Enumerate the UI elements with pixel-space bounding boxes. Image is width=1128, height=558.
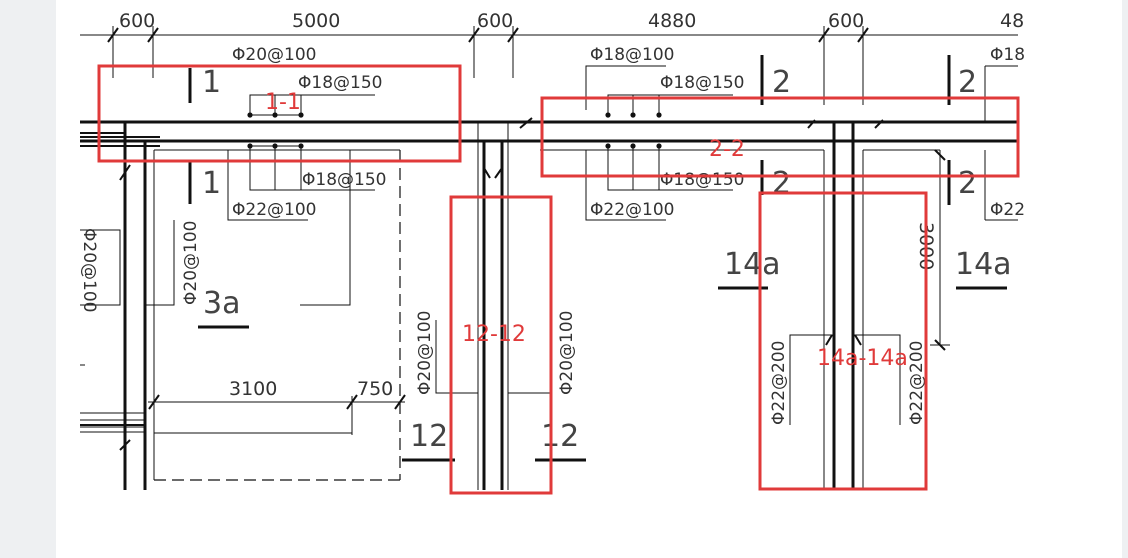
annotation-box-2-2[interactable] <box>540 96 1020 178</box>
top-dimension-line <box>80 26 1018 105</box>
wall-tag-14a-right: 14a <box>955 247 1012 282</box>
section-mark-2b-top: 2 <box>958 65 977 100</box>
annotation-label-1-1: 1-1 <box>265 90 301 115</box>
section-mark-2a-top: 2 <box>772 65 791 100</box>
dimension-labels: 600 5000 600 4880 600 48 3100 750 3000 <box>119 10 1024 400</box>
annotation-label-2-2: 2-2 <box>709 137 745 162</box>
horizontal-wall-lead-lines <box>80 132 160 147</box>
rebar-bottom-mid-inner: Φ18@150 <box>660 170 744 190</box>
dim-5000: 5000 <box>292 10 340 32</box>
rebar-top-left-inner: Φ18@150 <box>298 73 382 93</box>
horizontal-wall <box>80 120 1018 143</box>
dim-4880: 4880 <box>648 10 696 32</box>
rebar-wall14a-right: Φ22@200 <box>907 341 927 425</box>
dim-600-b: 600 <box>477 10 513 32</box>
rebar-bottom-right-outer: Φ22 <box>990 200 1025 220</box>
rebar-top-mid-outer: Φ18@100 <box>590 45 674 65</box>
drawing-page: 600 5000 600 4880 600 48 3100 750 3000 Φ… <box>56 0 1122 558</box>
annotation-box-14a-14a[interactable] <box>758 191 928 491</box>
dim-48-partial: 48 <box>1000 10 1024 32</box>
annotation-box-12-12[interactable] <box>449 195 553 495</box>
wall-tag-12-left: 12 <box>410 419 448 454</box>
section-mark-1-bottom: 1 <box>202 166 221 201</box>
section-mark-2a-bottom: 2 <box>772 166 791 201</box>
wall-tag-3a: 3a <box>203 286 240 321</box>
dim-750: 750 <box>357 378 393 400</box>
rebar-top-mid-inner: Φ18@150 <box>660 73 744 93</box>
dashed-wall-outline <box>154 150 401 481</box>
annotation-box-1-1[interactable] <box>97 64 462 163</box>
annotation-labels: 1-1 2-2 12-12 14a-14a <box>265 90 908 371</box>
rebar-left-vertical-a: Φ20@100 <box>79 228 99 312</box>
bottom-dimension-line <box>148 394 406 435</box>
wall-12 <box>482 141 504 490</box>
annotation-boxes <box>97 64 1020 495</box>
wall-tags: 3a 12 12 14a 14a <box>203 247 1012 454</box>
rebar-wall12-left: Φ20@100 <box>415 311 435 395</box>
dim-600-a: 600 <box>119 10 155 32</box>
dim-3100: 3100 <box>229 378 277 400</box>
section-mark-1-top: 1 <box>202 65 221 100</box>
section-mark-2b-bottom: 2 <box>958 166 977 201</box>
rebar-top-right-outer: Φ18 <box>990 45 1025 65</box>
rebar-wall12-right: Φ20@100 <box>557 311 577 395</box>
rebar-wall14a-left: Φ22@200 <box>769 341 789 425</box>
wall-14a <box>832 122 855 490</box>
rebar-bottom-left-inner: Φ18@150 <box>302 170 386 190</box>
annotation-label-12-12: 12-12 <box>462 322 526 347</box>
left-vertical-wall <box>123 122 147 490</box>
annotation-label-14a-14a: 14a-14a <box>817 346 908 371</box>
structural-drawing: 600 5000 600 4880 600 48 3100 750 3000 Φ… <box>79 10 1025 495</box>
dim-600-c: 600 <box>828 10 864 32</box>
rebar-bottom-mid-outer: Φ22@100 <box>590 200 674 220</box>
rebar-bottom-left-outer: Φ22@100 <box>232 200 316 220</box>
wall-tag-14a-left: 14a <box>724 247 781 282</box>
rebar-left-vertical-b: Φ20@100 <box>181 221 201 305</box>
wall-tag-12-right: 12 <box>541 419 579 454</box>
rebar-top-left-outer: Φ20@100 <box>232 45 316 65</box>
rebar-labels: Φ20@100 Φ18@150 Φ18@150 Φ22@100 Φ18@100 … <box>79 45 1025 425</box>
